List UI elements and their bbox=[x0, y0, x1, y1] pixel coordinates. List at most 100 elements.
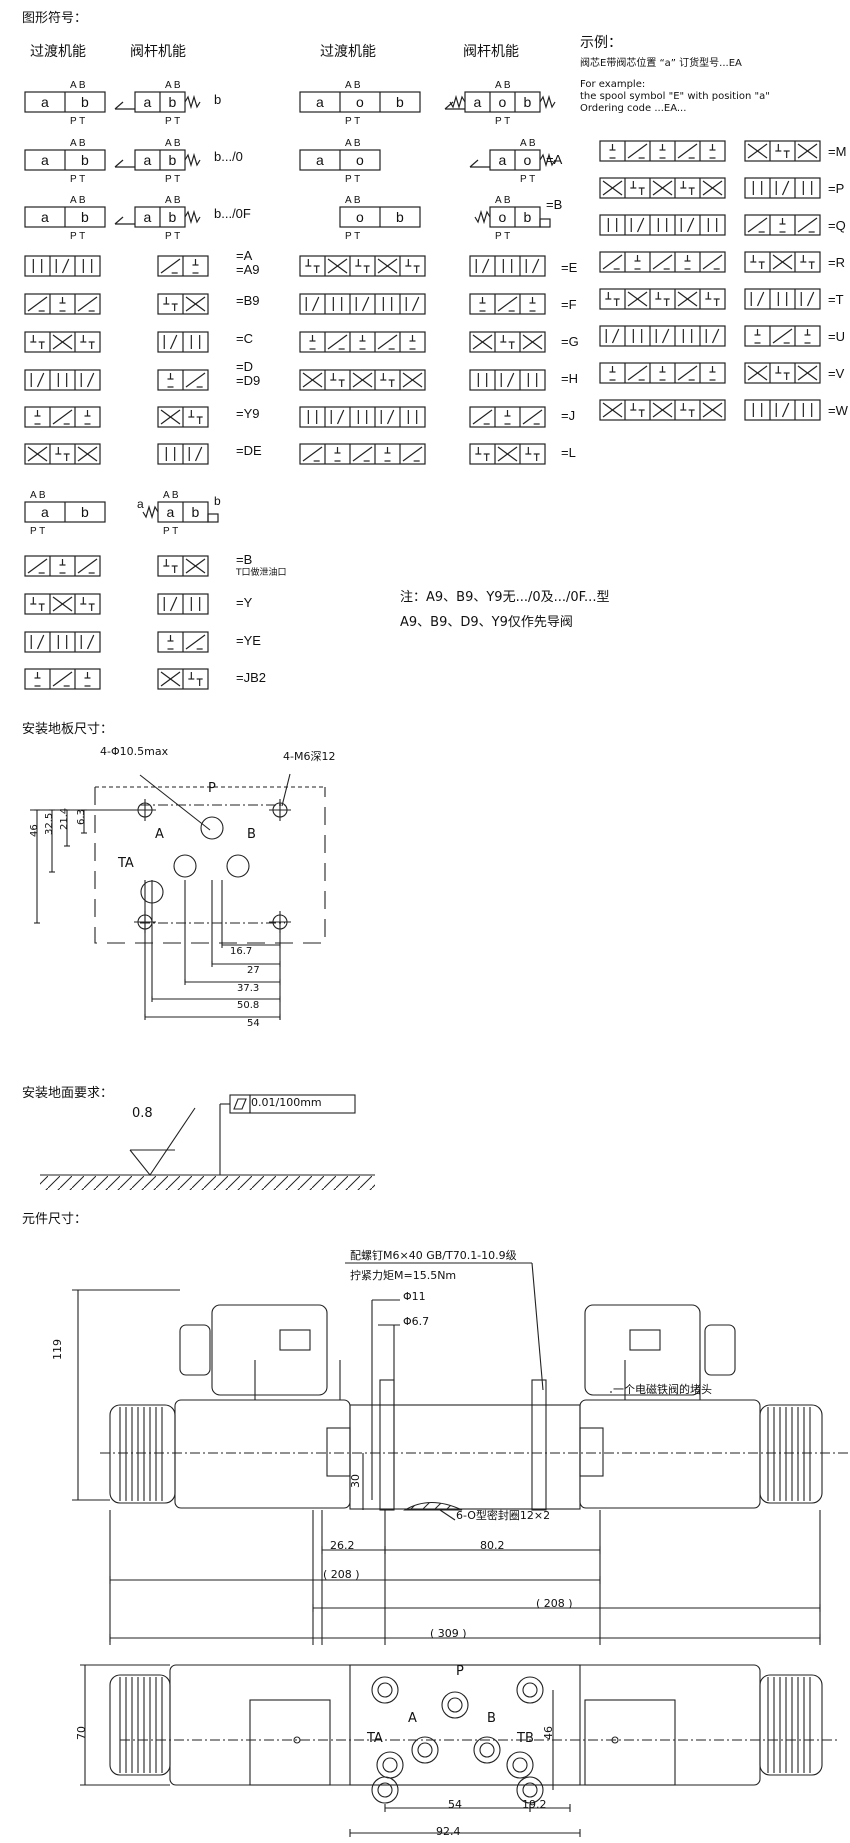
spool-right-short-6 bbox=[744, 325, 821, 347]
note-line-1: 注：A9、B9、Y9无.../0及.../0F...型 bbox=[400, 590, 610, 605]
flow-line bbox=[77, 558, 98, 574]
spool-left-4 bbox=[24, 369, 101, 391]
plate-dim-54: 54 bbox=[247, 1018, 260, 1029]
flow-line bbox=[402, 446, 423, 462]
spool-right-1 bbox=[599, 140, 726, 162]
spool-frame bbox=[469, 255, 546, 277]
lower-lever-letter-b: b bbox=[214, 494, 221, 508]
flow-line bbox=[772, 328, 793, 344]
spool-mid-6 bbox=[299, 443, 426, 465]
spool-letter: a bbox=[316, 94, 324, 110]
note-line-2: A9、B9、D9、Y9仅作先导阀 bbox=[400, 615, 573, 630]
lever-line bbox=[469, 159, 479, 168]
flow-line bbox=[169, 334, 178, 350]
top-hole-inner bbox=[522, 1682, 538, 1698]
spool-right-short-8 bbox=[744, 399, 821, 421]
connector-neck-right bbox=[624, 1360, 701, 1401]
spool-letter: o bbox=[524, 152, 532, 168]
spool-lower-1 bbox=[24, 555, 101, 577]
valve-top-view bbox=[80, 1664, 840, 1837]
port-ab: A B bbox=[495, 195, 511, 206]
top-hole bbox=[516, 1676, 544, 1704]
port-pt: P T bbox=[70, 174, 85, 185]
code-b9: =B9 bbox=[236, 293, 260, 308]
spool-frame bbox=[744, 288, 821, 310]
spool-right-short-7 bbox=[744, 362, 821, 384]
flow-line bbox=[627, 365, 648, 381]
port-pt: P T bbox=[345, 174, 360, 185]
code-q: =Q bbox=[828, 218, 846, 233]
flow-line bbox=[36, 372, 45, 388]
flow-line bbox=[472, 409, 493, 425]
plate-port-b: B bbox=[247, 827, 256, 842]
flow-line bbox=[702, 402, 723, 418]
code-j: =J bbox=[561, 408, 576, 423]
dim-119: 119 bbox=[51, 1339, 64, 1360]
flow-line bbox=[185, 372, 206, 388]
end-cap-right bbox=[759, 1404, 823, 1504]
spool-frame bbox=[299, 293, 426, 315]
spool-right-short-4 bbox=[744, 251, 821, 273]
spool-letter: a bbox=[144, 152, 152, 168]
detent-block bbox=[207, 513, 219, 523]
flow-line bbox=[52, 334, 73, 350]
flow-line bbox=[702, 254, 723, 270]
top-connector-right bbox=[584, 1699, 676, 1786]
spring-icon bbox=[142, 504, 159, 520]
top-hole-inner bbox=[377, 1682, 393, 1698]
spool-frame bbox=[24, 255, 101, 277]
example-title: 示例： bbox=[580, 35, 622, 51]
plate-dim-21-4: 21.4 bbox=[59, 807, 70, 830]
spool-lower-2 bbox=[24, 593, 101, 615]
spool-letter: b bbox=[81, 94, 89, 110]
code-l: =L bbox=[561, 445, 576, 460]
spool-letter: a bbox=[41, 209, 49, 225]
code-v: =V bbox=[828, 366, 845, 381]
spool-left-6 bbox=[24, 443, 101, 465]
spool-mid-5 bbox=[299, 406, 426, 428]
screw-torque: 拧紧力矩M=15.5Nm bbox=[350, 1269, 457, 1282]
spool-letter: o bbox=[356, 209, 364, 225]
spool-left-3 bbox=[24, 331, 101, 353]
top-hole bbox=[371, 1676, 399, 1704]
port-pt: P T bbox=[165, 116, 180, 127]
flow-line bbox=[160, 671, 181, 687]
top-hole-inner bbox=[522, 1782, 538, 1798]
lever-line bbox=[114, 101, 124, 110]
code-d-d9: =D =D9 bbox=[236, 359, 261, 388]
dim-208-a: ( 208 ) bbox=[323, 1568, 360, 1581]
top-hole bbox=[441, 1691, 469, 1719]
comp-port-b: B bbox=[487, 1711, 496, 1726]
top-base-plate bbox=[349, 1664, 581, 1786]
spool-right-2 bbox=[599, 177, 726, 199]
suffix-b-0f: b.../0F bbox=[214, 206, 251, 221]
spring-icon bbox=[184, 152, 201, 168]
spool-frame bbox=[469, 406, 546, 428]
dim-92-4: 92.4 bbox=[436, 1825, 461, 1838]
valve-side-view bbox=[72, 1262, 850, 1645]
spool-letter: a bbox=[316, 152, 324, 168]
spool-frame bbox=[24, 443, 101, 465]
flow-line bbox=[36, 634, 45, 650]
dim-19-2: 19.2 bbox=[522, 1798, 547, 1811]
plate-port-p: P bbox=[208, 781, 216, 796]
spool-letter: b bbox=[169, 209, 177, 225]
top-hole-inner bbox=[417, 1742, 433, 1758]
flow-line bbox=[160, 258, 181, 274]
flow-line bbox=[302, 372, 323, 388]
port-pt: P T bbox=[520, 174, 535, 185]
spool-left-short-1 bbox=[157, 255, 209, 277]
leader-oring bbox=[439, 1509, 456, 1521]
plate-thread-label: 4-M6深12 bbox=[283, 750, 336, 763]
flow-line bbox=[756, 291, 765, 307]
plate-port-a: A bbox=[155, 827, 164, 842]
spool-frame bbox=[469, 293, 546, 315]
comp-port-tb: TB bbox=[517, 1731, 534, 1746]
spool-right-3 bbox=[599, 214, 726, 236]
spool-frame bbox=[24, 293, 101, 315]
port-ab: A B bbox=[345, 80, 361, 91]
